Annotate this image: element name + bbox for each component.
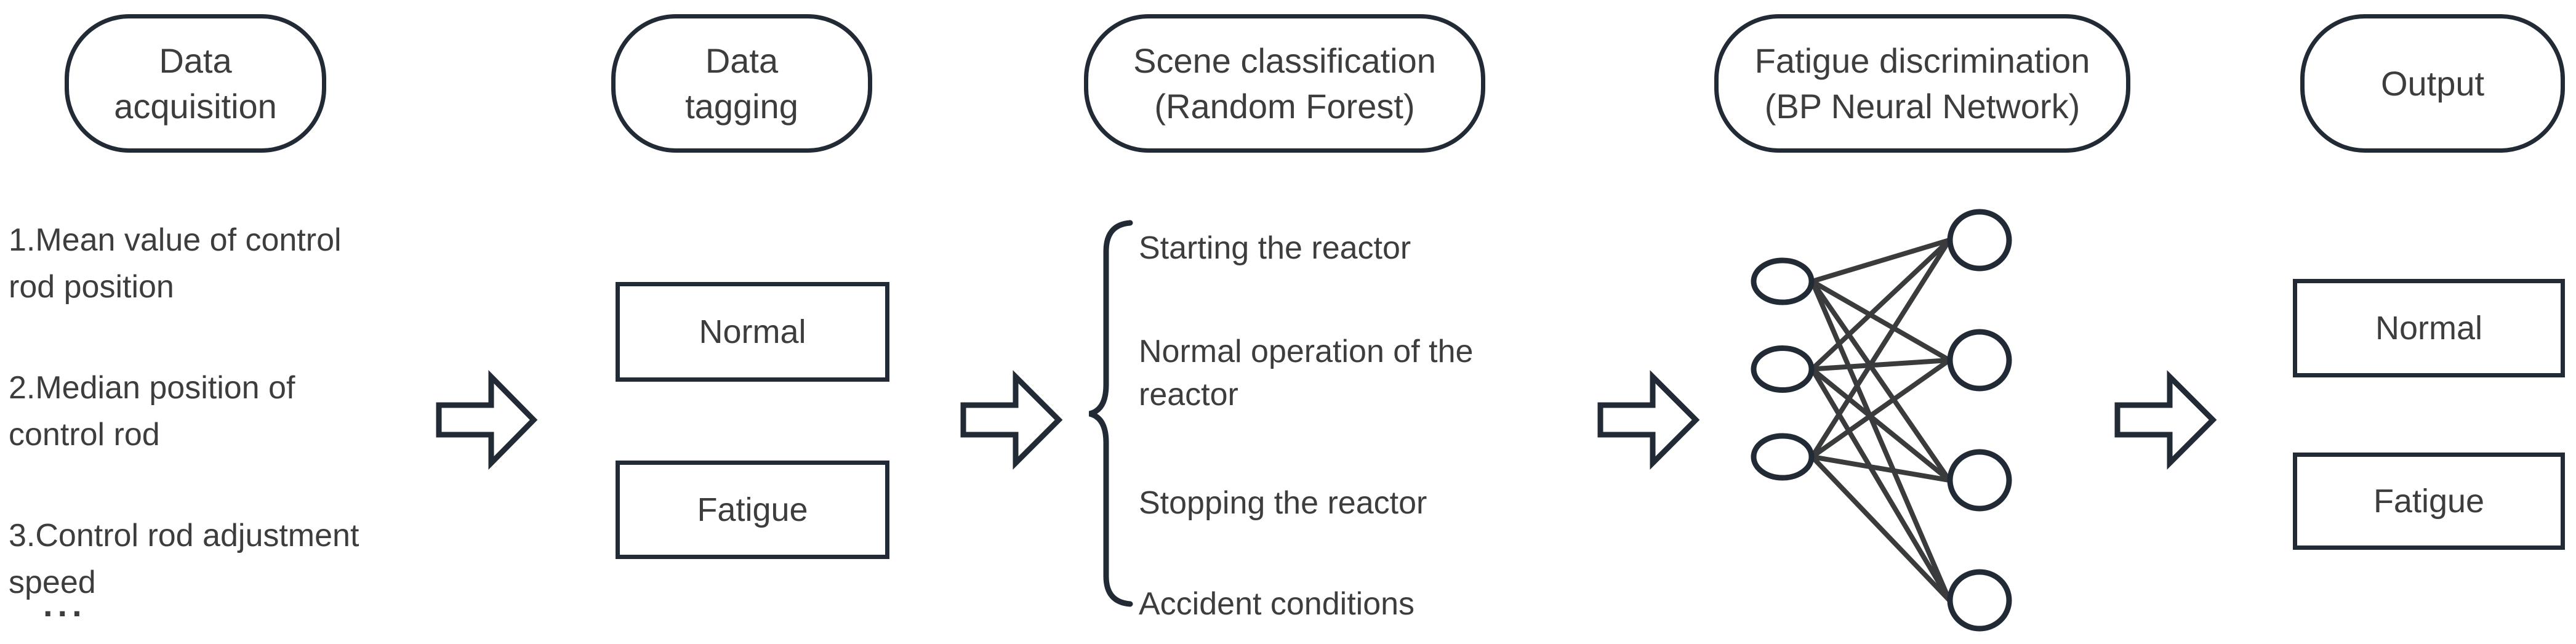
output-box-fatigue: Fatigue	[2293, 453, 2565, 550]
feature-item-adjustment-speed: 3.Control rod adjustment speed	[9, 512, 359, 606]
output-box-normal: Normal	[2293, 279, 2565, 377]
scene-item-normal-operation: Normal operation of the reactor	[1139, 330, 1473, 416]
feature-line: 2.Median position of	[9, 370, 295, 406]
tagging-box-normal: Normal	[616, 282, 889, 382]
feature-line: rod position	[9, 269, 174, 305]
nn-edge	[1811, 279, 1951, 363]
tagging-box-label: Normal	[699, 313, 806, 350]
stage-header-line: Data	[705, 41, 779, 80]
nn-edge	[1810, 238, 1952, 459]
nn-edge	[1810, 368, 1952, 602]
feature-line: 3.Control rod adjustment	[9, 518, 359, 553]
stage-header-line: acquisition	[114, 86, 277, 126]
stage-header-output: Output	[2300, 14, 2565, 153]
stage-header-line: Output	[2380, 63, 2485, 103]
stage-header-line: Fatigue discrimination	[1754, 41, 2090, 80]
feature-item-median-position: 2.Median position of control rod	[9, 364, 295, 458]
flow-arrow-icon	[960, 370, 1063, 470]
nn-edge	[1812, 358, 1950, 372]
feature-line: control rod	[9, 417, 160, 453]
nn-edge	[1810, 280, 1952, 482]
stage-header-line: (BP Neural Network)	[1764, 86, 2080, 126]
nn-edge	[1810, 358, 1951, 459]
feature-item-mean-value: 1.Mean value of control rod position	[9, 217, 342, 310]
nn-edge	[1812, 454, 1950, 483]
nn-edge	[1810, 280, 1952, 602]
stage-header-line: (Random Forest)	[1154, 86, 1415, 126]
nn-input-node	[1751, 433, 1815, 481]
scene-item-stopping: Stopping the reactor	[1139, 481, 1427, 525]
nn-edge	[1810, 367, 1951, 483]
output-box-label: Fatigue	[2373, 483, 2485, 520]
stage-header-data-acquisition: Data acquisition	[65, 14, 326, 153]
tagging-box-fatigue: Fatigue	[616, 461, 889, 559]
nn-output-node	[1947, 209, 2012, 272]
nn-input-node	[1751, 257, 1815, 305]
nn-output-node	[1947, 449, 2012, 512]
stage-header-line: Data	[159, 41, 232, 80]
stage-header-scene-classification: Scene classification (Random Forest)	[1084, 14, 1485, 153]
scene-line: Stopping the reactor	[1139, 485, 1427, 521]
scene-item-accident: Accident conditions	[1139, 582, 1414, 626]
feature-list-ellipsis: ...	[43, 585, 87, 624]
stage-header-data-tagging: Data tagging	[611, 14, 872, 153]
stage-header-line: Scene classification	[1133, 41, 1436, 80]
nn-edge	[1810, 238, 1951, 371]
flow-arrow-icon	[436, 370, 538, 470]
feature-line: 1.Mean value of control	[9, 222, 342, 258]
nn-output-node	[1947, 329, 2012, 392]
scene-line: Starting the reactor	[1139, 230, 1411, 266]
scene-line: Accident conditions	[1139, 586, 1415, 622]
nn-edge	[1811, 238, 1951, 284]
neural-network-diagram	[1751, 209, 2012, 632]
brace-icon	[1088, 220, 1133, 607]
stage-header-fatigue-discrimination: Fatigue discrimination (BP Neural Networ…	[1714, 14, 2130, 153]
flow-arrow-icon	[1597, 370, 1700, 470]
nn-output-node	[1947, 569, 2012, 632]
scene-line: reactor	[1139, 377, 1238, 413]
feature-line: speed	[9, 565, 96, 600]
tagging-box-label: Fatigue	[697, 491, 808, 528]
nn-edge	[1810, 455, 1951, 602]
stage-header-line: tagging	[685, 86, 798, 126]
scene-line: Normal operation of the	[1139, 334, 1474, 369]
flow-arrow-icon	[2114, 370, 2217, 470]
output-box-label: Normal	[2375, 310, 2483, 347]
scene-item-starting: Starting the reactor	[1139, 227, 1411, 270]
nn-input-node	[1751, 345, 1815, 393]
